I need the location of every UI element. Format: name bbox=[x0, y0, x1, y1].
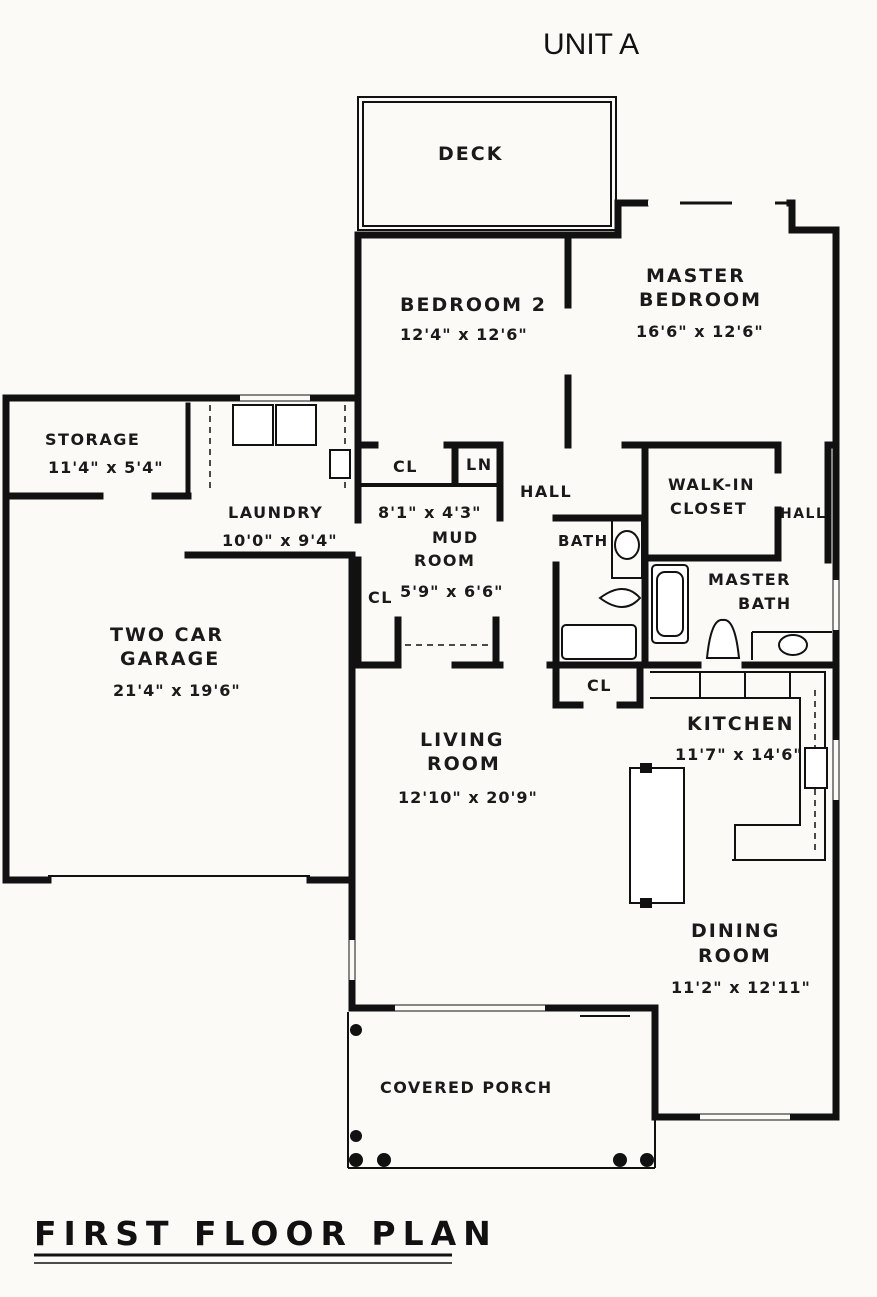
windows bbox=[240, 200, 839, 1120]
bath-label: BATH bbox=[558, 532, 609, 550]
bedroom2-size: 12'4" x 12'6" bbox=[400, 325, 528, 344]
kitchen-island bbox=[629, 763, 685, 908]
cl-mud-label: CL bbox=[368, 588, 393, 607]
cl-bedroom-label: CL bbox=[393, 457, 418, 476]
deck-outline bbox=[357, 96, 617, 231]
garage-label-1: TWO CAR bbox=[110, 624, 224, 646]
bedroom2-label: BEDROOM 2 bbox=[400, 294, 547, 316]
mud-room-label-1: MUD bbox=[432, 528, 479, 547]
mud-room-label-2: ROOM bbox=[414, 551, 475, 570]
storage-size: 11'4" x 5'4" bbox=[48, 458, 164, 477]
walk-in-closet-label-1: WALK-IN bbox=[668, 475, 755, 494]
living-room-size: 12'10" x 20'9" bbox=[398, 788, 538, 807]
storage-label: STORAGE bbox=[45, 430, 140, 449]
living-room-label-2: ROOM bbox=[427, 753, 501, 775]
kitchen-counters bbox=[650, 671, 828, 861]
dining-room-label-2: ROOM bbox=[698, 945, 772, 967]
ln-label: LN bbox=[466, 455, 493, 474]
plan-title: FIRST FLOOR PLAN bbox=[34, 1214, 498, 1253]
living-room-label-1: LIVING bbox=[420, 729, 504, 751]
mud-room-top-size: 8'1" x 4'3" bbox=[378, 503, 481, 522]
master-bath-fixtures bbox=[651, 564, 808, 659]
master-bath-label-1: MASTER bbox=[708, 570, 791, 589]
interior-walls bbox=[348, 231, 840, 709]
covered-porch-outline bbox=[347, 1012, 656, 1169]
bath-fixtures bbox=[561, 517, 643, 660]
walk-in-closet-label-2: CLOSET bbox=[670, 499, 747, 518]
garage-label-2: GARAGE bbox=[120, 648, 220, 670]
unit-title: UNIT A bbox=[543, 28, 639, 61]
hall-center-label: HALL bbox=[520, 482, 572, 501]
master-bedroom-label-2: BEDROOM bbox=[639, 289, 762, 311]
laundry-size: 10'0" x 9'4" bbox=[222, 531, 338, 550]
master-bath-label-2: BATH bbox=[738, 594, 792, 613]
garage-size: 21'4" x 19'6" bbox=[113, 681, 241, 700]
plan-title-underline bbox=[34, 1253, 452, 1264]
cl-bath-label: CL bbox=[587, 676, 612, 695]
laundry-fixtures bbox=[209, 404, 351, 490]
kitchen-size: 11'7" x 14'6" bbox=[675, 745, 803, 764]
dining-room-label-1: DINING bbox=[691, 920, 780, 942]
kitchen-label: KITCHEN bbox=[687, 713, 794, 735]
laundry-label: LAUNDRY bbox=[228, 503, 323, 522]
deck-label: DECK bbox=[438, 143, 503, 165]
dining-room-size: 11'2" x 12'11" bbox=[671, 978, 811, 997]
covered-porch-label: COVERED PORCH bbox=[380, 1078, 553, 1097]
master-bedroom-label-1: MASTER bbox=[646, 265, 746, 287]
master-bedroom-size: 16'6" x 12'6" bbox=[636, 322, 764, 341]
hall-right-label: HALL bbox=[780, 506, 826, 522]
mud-room-size: 5'9" x 6'6" bbox=[400, 582, 503, 601]
